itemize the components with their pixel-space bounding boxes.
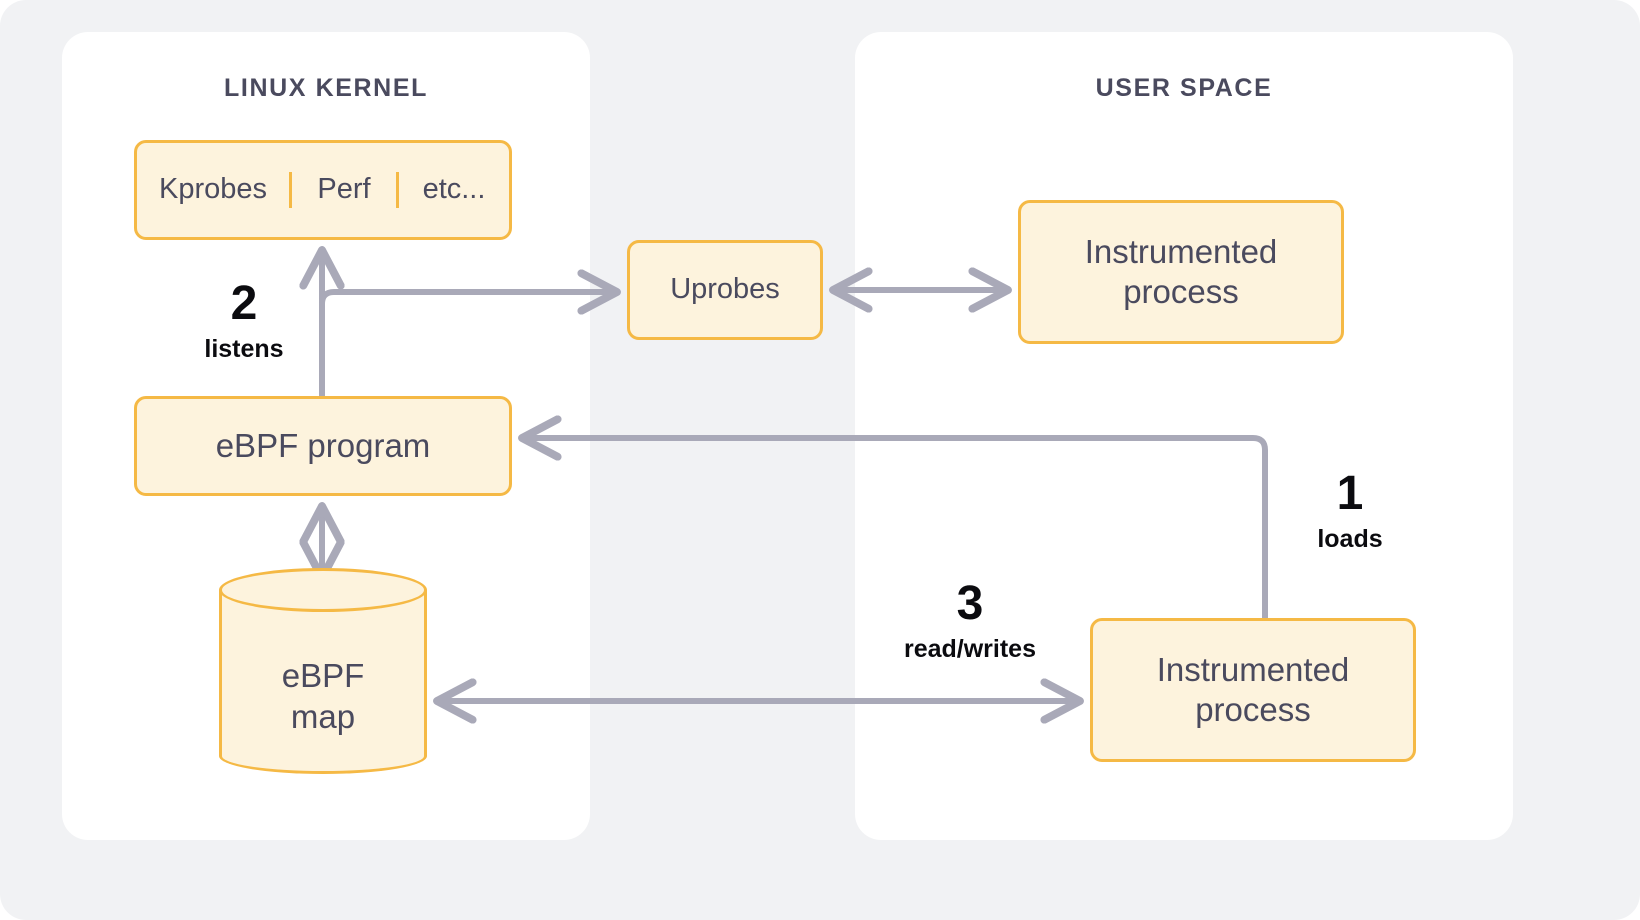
step-marker-3-read-writes: 3 read/writes xyxy=(880,580,1060,664)
node-ebpf-program[interactable]: eBPF program xyxy=(134,396,512,496)
node-ebpf-map[interactable]: eBPF map xyxy=(219,568,427,796)
step-3-number: 3 xyxy=(956,577,984,630)
node-proc-bottom-line1: Instrumented xyxy=(1156,650,1350,688)
panel-title-linux-kernel: LINUX KERNEL xyxy=(224,74,428,102)
node-cell-perf[interactable]: Perf xyxy=(292,172,399,208)
node-instrumented-process-bottom[interactable]: Instrumented process xyxy=(1090,618,1416,762)
node-ebpf-map-line2: map xyxy=(290,698,356,735)
cylinder-body xyxy=(219,590,427,774)
node-ebpf-map-line1: eBPF xyxy=(281,656,365,694)
node-cell-kprobes[interactable]: Kprobes xyxy=(137,172,292,208)
step-2-number: 2 xyxy=(230,277,258,330)
step-marker-2-listens: 2 listens xyxy=(185,280,303,364)
node-kernel-probes[interactable]: Kprobes Perf etc... xyxy=(134,140,512,240)
node-cell-etc[interactable]: etc... xyxy=(422,173,486,206)
panel-title-user-space: USER SPACE xyxy=(1095,74,1273,102)
node-instrumented-process-top[interactable]: Instrumented process xyxy=(1018,200,1344,344)
node-proc-bottom-line2: process xyxy=(1195,691,1311,728)
cylinder-top-ellipse xyxy=(219,568,427,612)
step-2-label: listens xyxy=(204,335,284,363)
step-1-label: loads xyxy=(1317,525,1383,553)
step-1-number: 1 xyxy=(1336,467,1364,520)
node-proc-top-line2: process xyxy=(1123,273,1239,310)
node-uprobes[interactable]: Uprobes xyxy=(627,240,823,340)
step-marker-1-loads: 1 loads xyxy=(1275,470,1425,554)
step-3-label: read/writes xyxy=(903,635,1036,663)
node-proc-top-line1: Instrumented xyxy=(1084,232,1278,270)
node-ebpf-map-label: eBPF map xyxy=(219,616,427,776)
